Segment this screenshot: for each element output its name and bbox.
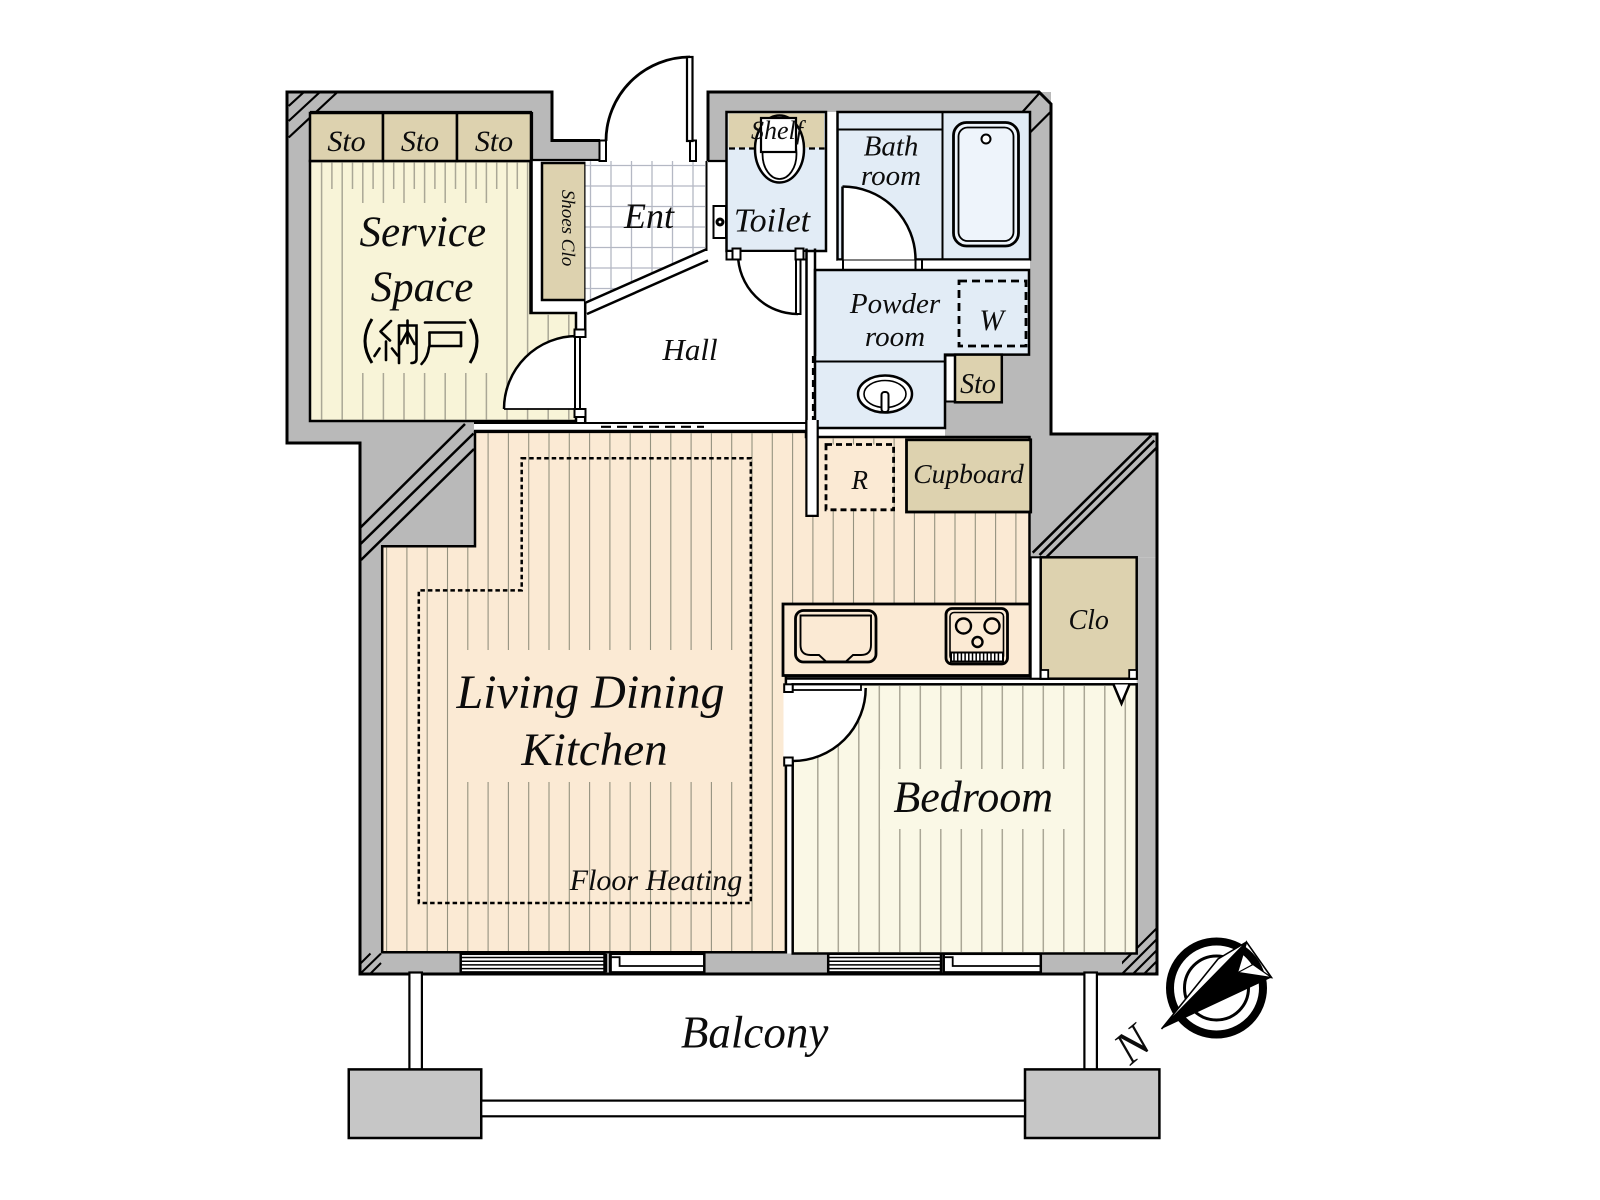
svg-text:Service: Service [360, 209, 487, 256]
svg-text:Space: Space [371, 264, 474, 311]
svg-text:Toilet: Toilet [734, 203, 812, 240]
svg-text:Sto: Sto [401, 125, 439, 158]
svg-text:W: W [979, 305, 1006, 337]
svg-text:Powder: Powder [849, 288, 941, 320]
svg-text:Balcony: Balcony [681, 1008, 828, 1058]
svg-text:Shelf: Shelf [751, 116, 807, 145]
svg-text:Floor Heating: Floor Heating [569, 864, 743, 897]
svg-text:Sto: Sto [475, 125, 513, 158]
svg-text:Living Dining: Living Dining [455, 666, 724, 719]
svg-text:Bedroom: Bedroom [893, 773, 1053, 822]
svg-text:R: R [851, 465, 869, 495]
svg-text:room: room [865, 321, 925, 353]
svg-text:Clo: Clo [1068, 605, 1108, 636]
svg-text:Hall: Hall [661, 332, 717, 367]
svg-text:Kitchen: Kitchen [520, 724, 667, 776]
svg-text:Shoes Clo: Shoes Clo [557, 190, 578, 267]
svg-text:Sto: Sto [327, 125, 365, 158]
svg-text:room: room [861, 160, 921, 192]
svg-text:Bath: Bath [864, 131, 919, 163]
svg-text:Ent: Ent [623, 196, 675, 236]
svg-text:Sto: Sto [960, 369, 996, 400]
svg-text:Cupboard: Cupboard [913, 458, 1024, 489]
